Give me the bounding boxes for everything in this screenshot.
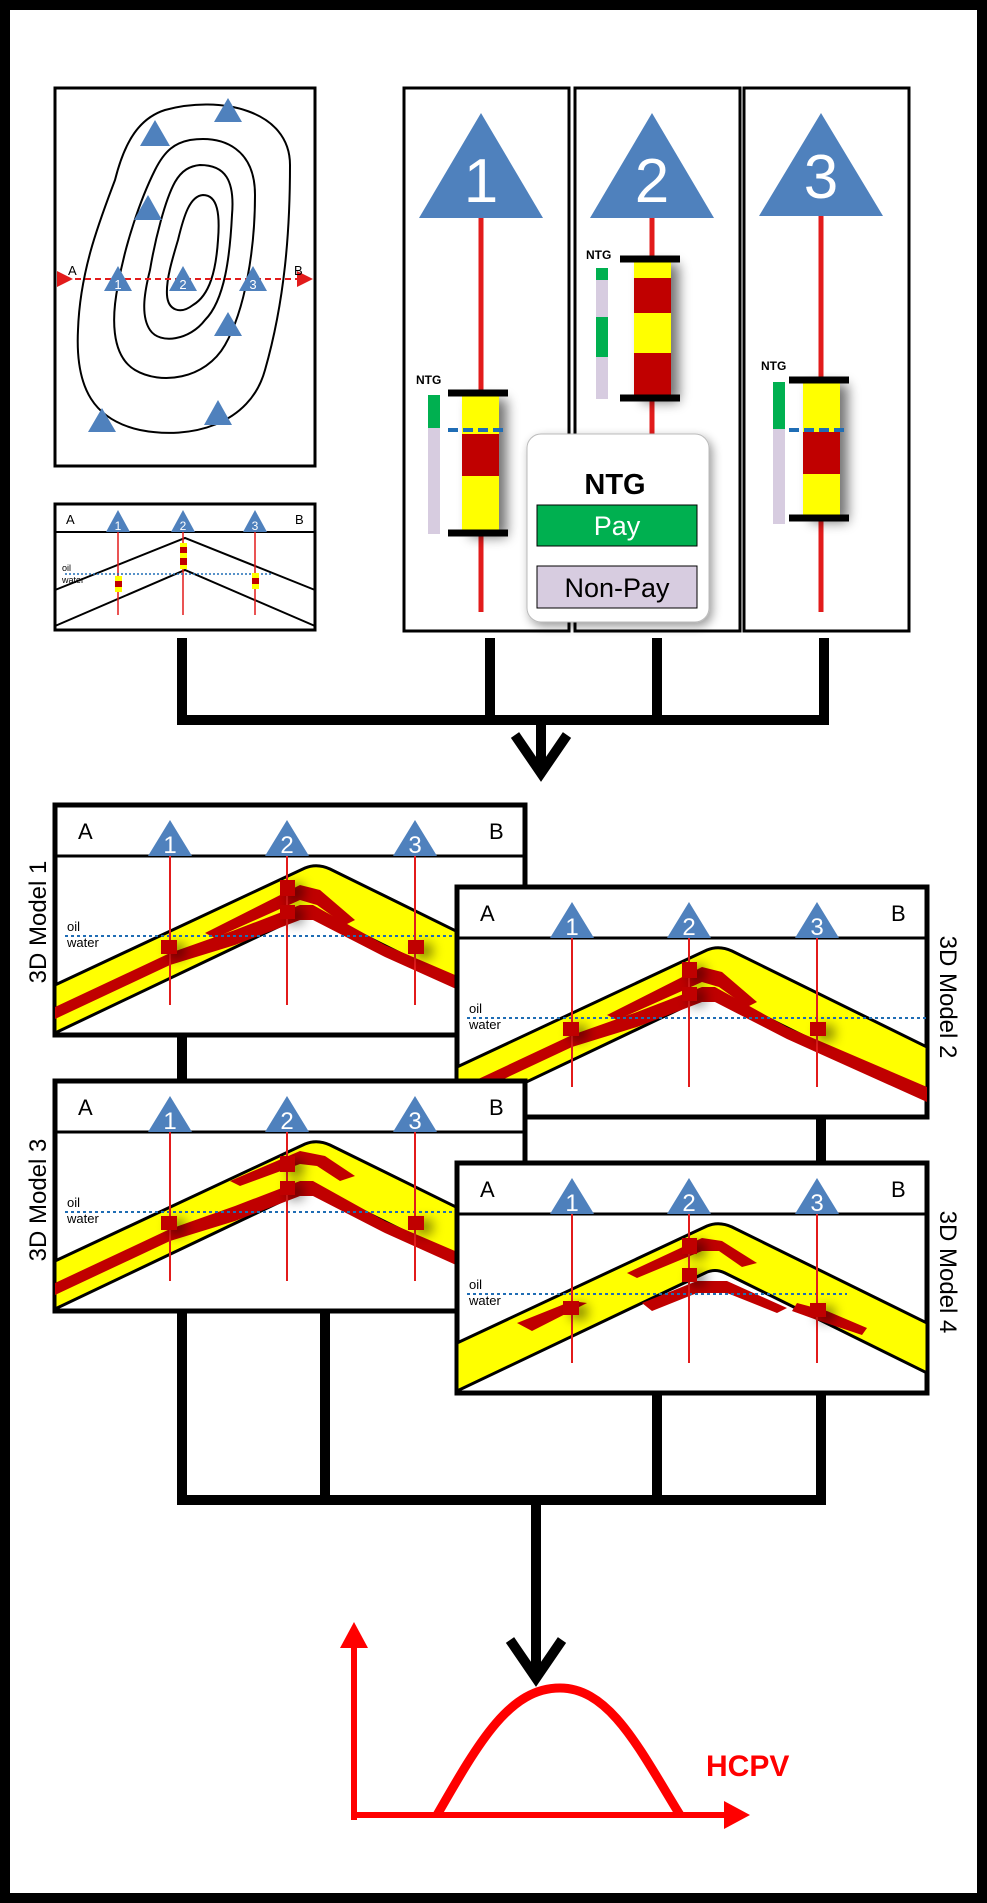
model-3-panel: A B 1 2 3 oil water (52, 1078, 528, 1314)
svg-text:1: 1 (565, 1190, 578, 1217)
svg-text:B: B (489, 819, 504, 844)
well-2-number: 2 (635, 147, 669, 216)
well-3-ntg-label: NTG (761, 359, 786, 373)
map-well-1-label: 1 (114, 277, 121, 292)
svg-text:B: B (891, 1177, 906, 1202)
svg-text:3: 3 (810, 1190, 823, 1217)
well-triangle-icon (171, 510, 195, 532)
contour-4 (165, 193, 220, 312)
cross-section-panel: A B 1 2 3 oil water (53, 502, 317, 632)
svg-text:water: water (61, 575, 84, 585)
contour-2 (113, 138, 257, 379)
legend-title: NTG (584, 469, 645, 501)
well-3-triangle-icon (759, 113, 883, 216)
map-label-b: B (294, 263, 303, 278)
svg-text:1: 1 (565, 914, 578, 941)
svg-text:A: A (480, 1177, 495, 1202)
legend-pay-label: Pay (594, 511, 641, 541)
hcpv-label: HCPV (706, 1750, 789, 1783)
svg-text:B: B (489, 1095, 504, 1120)
svg-text:water: water (66, 1211, 99, 1226)
svg-text:water: water (468, 1293, 501, 1308)
well-triangle-icon (140, 120, 170, 146)
legend-non-pay-swatch (536, 565, 698, 609)
svg-text:2: 2 (280, 1108, 293, 1135)
contour-3 (143, 163, 234, 340)
ntg-legend-content: NTG Pay Non-Pay (536, 469, 698, 609)
svg-text:A: A (78, 1095, 93, 1120)
svg-text:A: A (480, 901, 495, 926)
well-2-triangle-icon (590, 113, 714, 218)
svg-text:3: 3 (408, 1108, 421, 1135)
top-connectors (177, 638, 829, 782)
model-4-panel: A B 1 2 3 oil water (454, 1160, 930, 1396)
model-2-panel: A B 1 2 3 oil water (454, 884, 930, 1120)
svg-text:A: A (78, 819, 93, 844)
svg-text:B: B (891, 901, 906, 926)
model-1-panel: A B 1 2 3 oil water (52, 802, 528, 1038)
map-well-2-label: 2 (179, 277, 186, 292)
model-1-name: 3D Model 1 (25, 861, 52, 984)
contour-outer (76, 103, 292, 434)
hcpv-distribution-curve (433, 1683, 684, 1818)
svg-text:1: 1 (115, 519, 122, 533)
svg-text:2: 2 (682, 1190, 695, 1217)
well-3-number: 3 (804, 143, 838, 212)
svg-text:oil: oil (469, 1277, 482, 1292)
map-panel: A B 1 2 3 (53, 86, 317, 468)
hcpv-x-arrow-icon (724, 1801, 750, 1829)
well-2-ntg-label: NTG (586, 248, 611, 262)
well-1-triangle-icon (419, 113, 543, 218)
well-1-number: 1 (464, 147, 498, 216)
svg-text:oil: oil (67, 1195, 80, 1210)
well-triangle-icon (106, 510, 130, 532)
well-triangle-icon (239, 266, 267, 291)
well-triangle-icon (88, 408, 116, 432)
svg-text:oil: oil (67, 919, 80, 934)
svg-text:water: water (66, 935, 99, 950)
bottom-connectors (177, 1312, 826, 1687)
legend-non-pay-label: Non-Pay (564, 573, 670, 603)
well-1-ntg-label: NTG (416, 373, 441, 387)
svg-text:oil: oil (62, 563, 71, 573)
hcpv-chart: HCPV (340, 1622, 789, 1829)
well-triangle-icon (169, 266, 197, 291)
svg-text:water: water (468, 1017, 501, 1032)
hcpv-y-arrow-icon (340, 1622, 368, 1648)
svg-text:2: 2 (280, 832, 293, 859)
well-triangle-icon (214, 312, 242, 336)
svg-text:3: 3 (252, 519, 259, 533)
model-3-name: 3D Model 3 (25, 1139, 52, 1262)
legend-pay-swatch (536, 504, 698, 547)
well-triangle-icon (134, 195, 162, 220)
xs-label-b: B (295, 512, 304, 527)
well-log-panel-3: 3 NTG (742, 86, 911, 633)
svg-text:3: 3 (408, 832, 421, 859)
map-label-a: A (68, 263, 77, 278)
map-well-3-label: 3 (249, 277, 256, 292)
model-2-name: 3D Model 2 (934, 936, 961, 1059)
svg-text:1: 1 (163, 832, 176, 859)
svg-text:2: 2 (682, 914, 695, 941)
well-triangle-icon (104, 266, 132, 291)
well-triangle-icon (214, 98, 242, 122)
svg-text:1: 1 (163, 1108, 176, 1135)
well-triangle-icon (243, 510, 267, 532)
svg-text:3: 3 (810, 914, 823, 941)
svg-text:oil: oil (469, 1001, 482, 1016)
svg-text:2: 2 (180, 519, 187, 533)
model-4-name: 3D Model 4 (934, 1211, 961, 1334)
xs-label-a: A (66, 512, 75, 527)
well-triangle-icon (204, 400, 232, 425)
